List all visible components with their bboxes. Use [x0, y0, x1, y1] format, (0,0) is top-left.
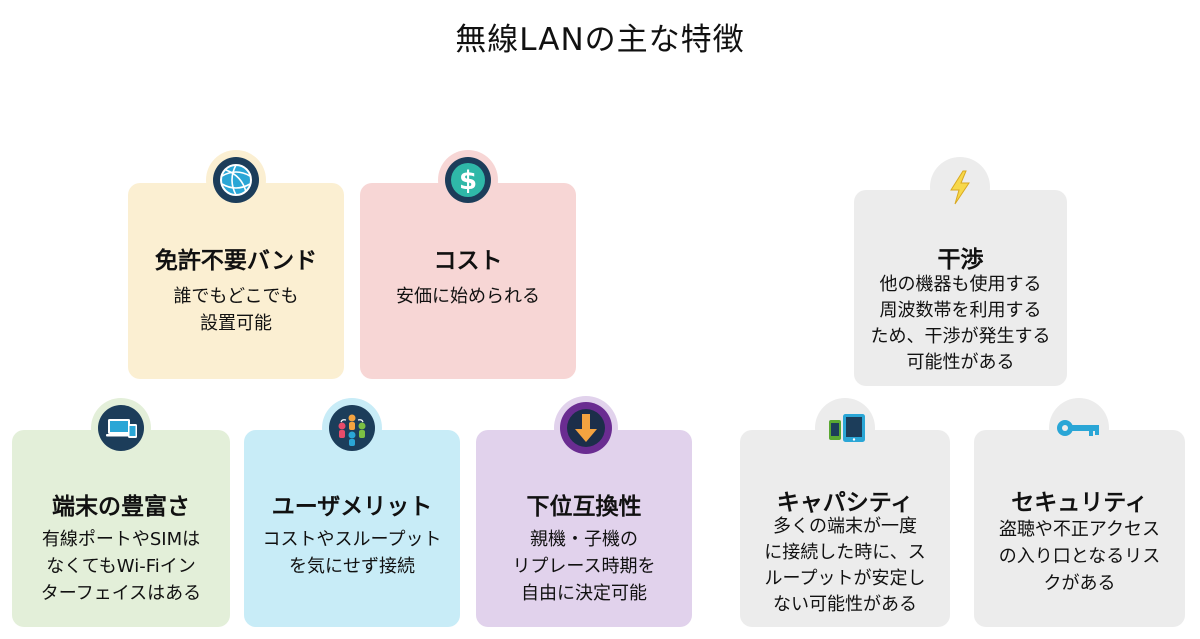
card-heading: ユーザメリット	[271, 494, 433, 520]
card-heading: 免許不要バンド	[154, 248, 318, 274]
card-capacity: キャパシティ 多くの端末が一度 に接続した時に、ス ループットが安定し ない可能…	[740, 430, 950, 627]
devices-icon	[91, 398, 151, 458]
card-description: 有線ポートやSIMは なくてもWi-Fiイン ターフェイスはある	[40, 529, 202, 604]
card-heading: コスト	[433, 248, 503, 274]
card-backward-compatibility: 下位互換性 親機・子機の リプレース時期を 自由に決定可能	[476, 430, 692, 627]
card-heading: 下位互換性	[526, 494, 642, 520]
card-heading: 端末の豊富さ	[52, 494, 190, 520]
card-description: 安価に始められる	[396, 286, 540, 307]
card-heading: セキュリティ	[1011, 490, 1148, 516]
card-description: 盗聴や不正アクセス の入り口となるリス クがある	[998, 519, 1161, 594]
card-security: セキュリティ 盗聴や不正アクセス の入り口となるリス クがある	[974, 430, 1185, 627]
card-description: 親機・子機の リプレース時期を 自由に決定可能	[512, 529, 656, 604]
down-arrow-icon	[554, 396, 618, 460]
svg-text:$: $	[459, 166, 477, 196]
page-title: 無線LANの主な特徴	[455, 22, 745, 58]
users-icon	[322, 398, 382, 458]
card-description: 他の機器も使用する 周波数帯を利用する ため、干渉が発生する 可能性がある	[870, 274, 1051, 373]
key-icon	[1049, 398, 1109, 458]
card-user-merit: ユーザメリット コストやスループット を気にせず接続	[244, 430, 460, 627]
card-license-free-band: 免許不要バンド 誰でもどこでも 設置可能	[128, 183, 344, 379]
card-description: コストやスループット を気にせず接続	[262, 529, 442, 577]
globe-icon	[206, 150, 266, 210]
card-cost: コスト 安価に始められる	[360, 183, 576, 379]
tablet-phone-icon	[815, 398, 875, 458]
card-device-variety: 端末の豊富さ 有線ポートやSIMは なくてもWi-Fiイン ターフェイスはある	[12, 430, 230, 627]
card-heading: キャパシティ	[776, 490, 914, 516]
card-heading: 干渉	[937, 247, 984, 273]
card-interference: 干渉 他の機器も使用する 周波数帯を利用する ため、干渉が発生する 可能性がある	[854, 190, 1067, 386]
lightning-icon	[930, 157, 990, 217]
card-description: 多くの端末が一度 に接続した時に、ス ループットが安定し ない可能性がある	[764, 516, 926, 615]
dollar-icon: $	[438, 150, 498, 210]
card-description: 誰でもどこでも 設置可能	[173, 286, 299, 334]
